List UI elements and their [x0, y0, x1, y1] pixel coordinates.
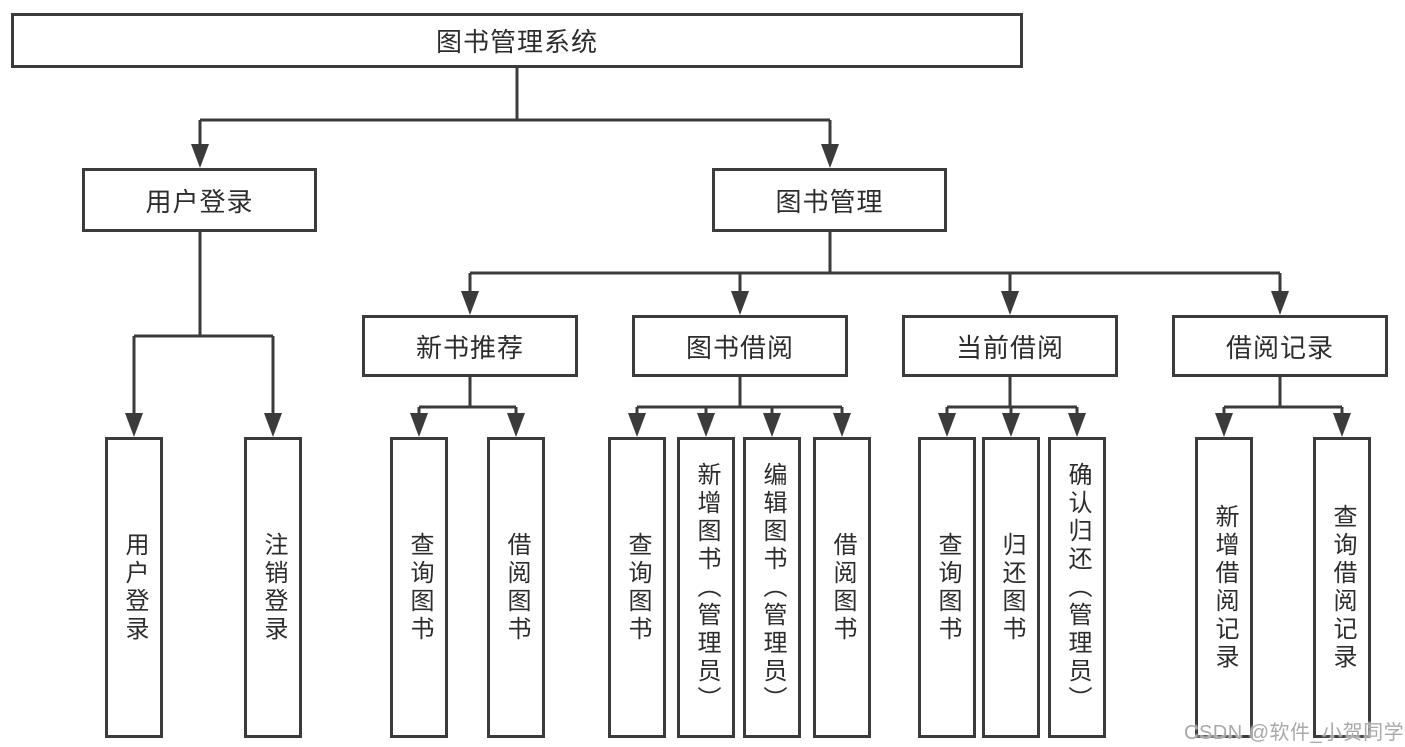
leaf-logout-label: 注销登录: [260, 531, 287, 644]
leaf-edit-book-admin-label: 编辑图书（管理员）: [759, 461, 786, 714]
arrow-down-icon: [697, 413, 715, 437]
arrow-down-icon: [628, 413, 646, 437]
node-current-borrow: 当前借阅: [902, 315, 1118, 377]
leaf-user-login-label: 用户登录: [121, 531, 148, 644]
leaf-edit-book-admin: 编辑图书（管理员）: [743, 437, 801, 738]
node-new-book-recommend: 新书推荐: [362, 315, 578, 377]
leaf-borrow-books-recommend: 借阅图书: [487, 437, 545, 738]
arrow-down-icon: [763, 413, 781, 437]
connector-root: [191, 68, 839, 168]
node-book-borrow: 图书借阅: [632, 315, 848, 377]
connector-book-management: [461, 232, 1289, 315]
leaf-query-books-borrow: 查询图书: [608, 437, 666, 738]
connector-new-book-recommend: [410, 377, 525, 437]
connector-user-login: [125, 232, 282, 437]
node-library-management-system: 图书管理系统: [11, 13, 1023, 68]
leaf-logout: 注销登录: [244, 437, 302, 738]
node-library-management-system-label: 图书管理系统: [435, 27, 598, 57]
leaf-borrow-books-borrow-label: 借阅图书: [829, 531, 856, 644]
arrow-down-icon: [1001, 291, 1019, 315]
leaf-query-books-current: 查询图书: [918, 437, 976, 738]
leaf-confirm-return-admin-label: 确认归还（管理员）: [1064, 461, 1091, 714]
connector-borrow-records: [1215, 377, 1351, 437]
leaf-add-borrow-record-label: 新增借阅记录: [1211, 503, 1238, 672]
node-book-borrow-label: 图书借阅: [685, 332, 794, 363]
arrow-down-icon: [833, 413, 851, 437]
leaf-query-books-borrow-label: 查询图书: [624, 531, 651, 644]
arrow-down-icon: [821, 144, 839, 168]
node-book-management: 图书管理: [712, 168, 947, 232]
arrow-down-icon: [125, 413, 143, 437]
node-user-login-label: 用户登录: [145, 186, 254, 217]
arrow-down-icon: [938, 413, 956, 437]
arrow-down-icon: [507, 413, 525, 437]
leaf-query-books-recommend: 查询图书: [390, 437, 448, 738]
arrow-down-icon: [461, 291, 479, 315]
node-new-book-recommend-label: 新书推荐: [415, 332, 524, 363]
node-current-borrow-label: 当前借阅: [955, 332, 1064, 363]
leaf-query-books-current-label: 查询图书: [934, 531, 961, 644]
arrow-down-icon: [1068, 413, 1086, 437]
arrow-down-icon: [410, 413, 428, 437]
connector-current-borrow: [938, 377, 1086, 437]
node-borrow-records-label: 借阅记录: [1225, 332, 1334, 363]
node-borrow-records: 借阅记录: [1172, 315, 1388, 377]
node-book-management-label: 图书管理: [775, 186, 884, 217]
arrow-down-icon: [1271, 291, 1289, 315]
leaf-add-book-admin: 新增图书（管理员）: [677, 437, 735, 738]
leaf-query-books-recommend-label: 查询图书: [406, 531, 433, 644]
leaf-add-book-admin-label: 新增图书（管理员）: [693, 461, 720, 714]
arrow-down-icon: [1333, 413, 1351, 437]
arrow-down-icon: [264, 413, 282, 437]
arrow-down-icon: [191, 144, 209, 168]
arrow-down-icon: [1002, 413, 1020, 437]
leaf-user-login: 用户登录: [105, 437, 163, 738]
leaf-borrow-books-recommend-label: 借阅图书: [503, 531, 530, 644]
leaf-return-book: 归还图书: [982, 437, 1040, 738]
csdn-watermark: CSDN @软件_小贺同学: [1184, 722, 1405, 744]
arrow-down-icon: [1215, 413, 1233, 437]
leaf-add-borrow-record: 新增借阅记录: [1195, 437, 1253, 738]
leaf-confirm-return-admin: 确认归还（管理员）: [1048, 437, 1106, 738]
node-user-login: 用户登录: [82, 168, 317, 232]
leaf-borrow-books-borrow: 借阅图书: [813, 437, 871, 738]
leaf-return-book-label: 归还图书: [998, 531, 1025, 644]
arrow-down-icon: [731, 291, 749, 315]
leaf-query-borrow-record-label: 查询借阅记录: [1329, 503, 1356, 672]
leaf-query-borrow-record: 查询借阅记录: [1313, 437, 1371, 738]
connector-book-borrow: [628, 377, 851, 437]
